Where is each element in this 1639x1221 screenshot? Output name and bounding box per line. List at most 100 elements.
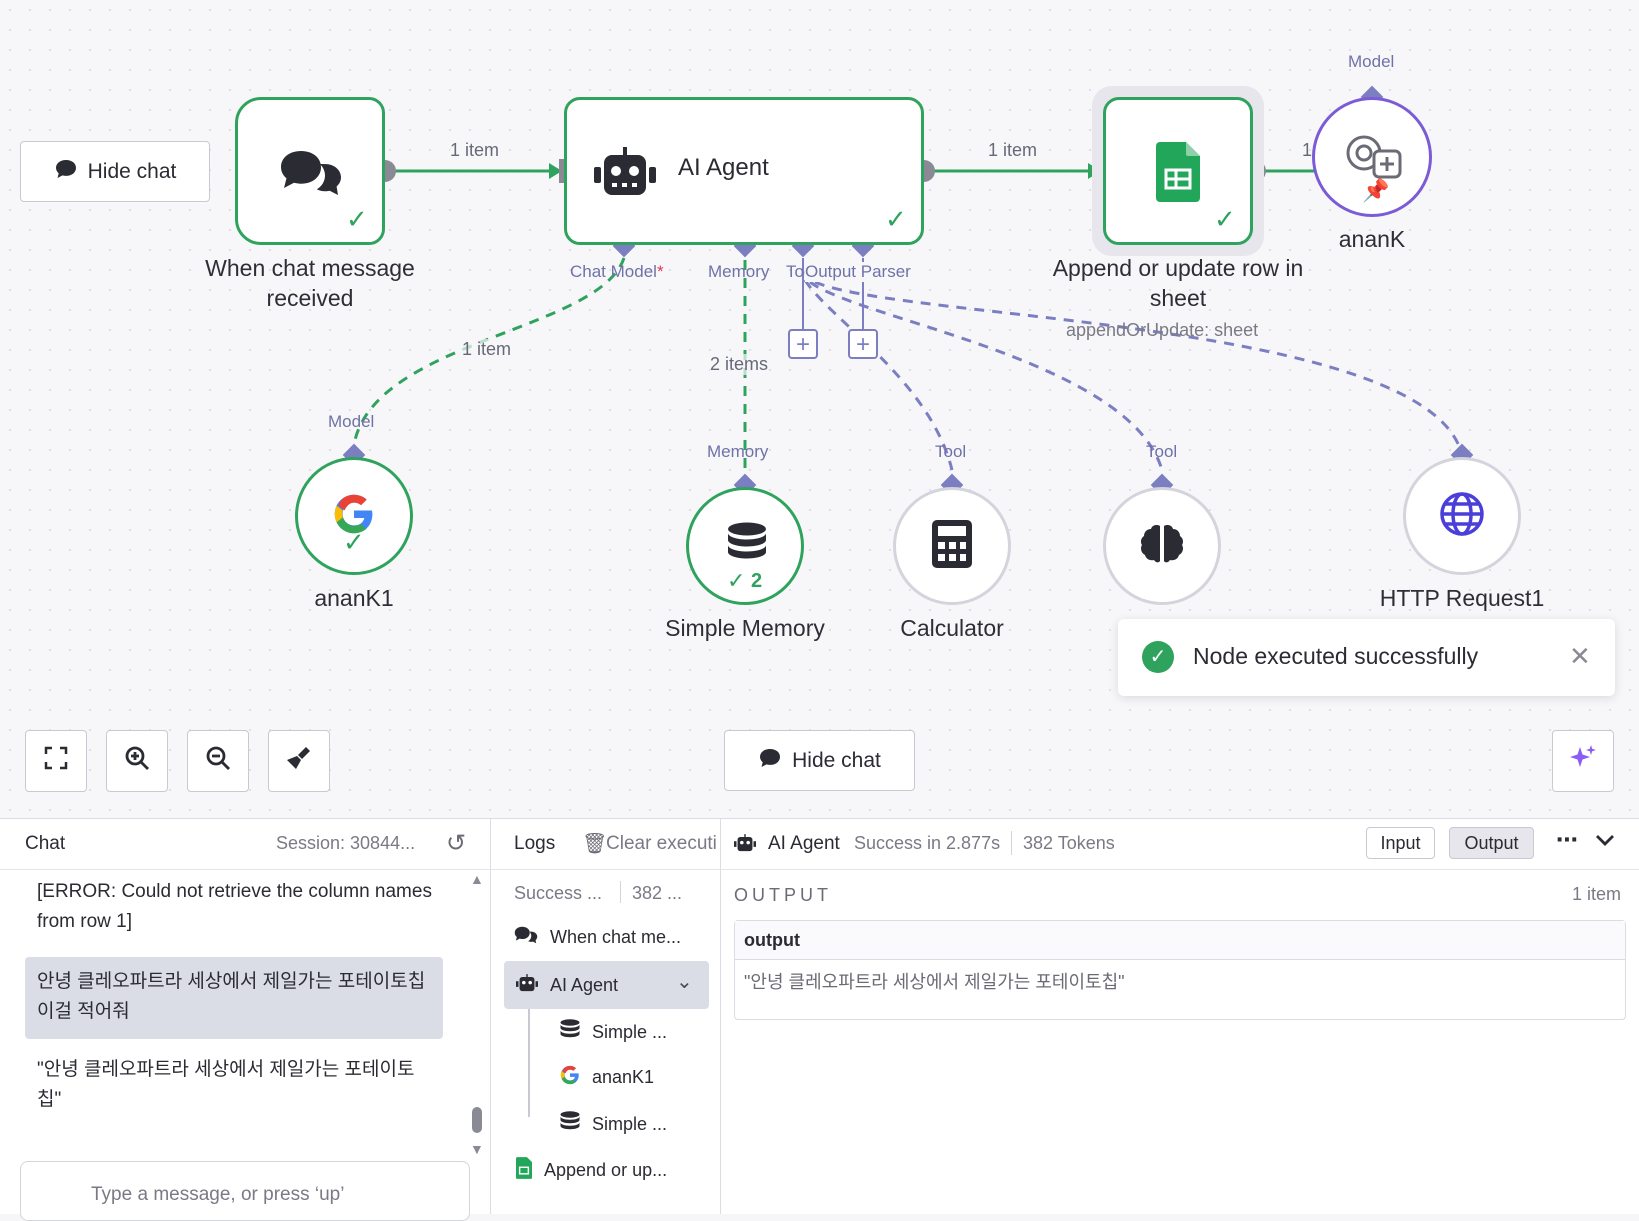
- broom-icon: [286, 745, 312, 777]
- node-chat-trigger[interactable]: ✓: [235, 97, 385, 245]
- edge-label: 1 item: [450, 140, 500, 161]
- port-label-memory-in: Memory: [707, 442, 769, 461]
- zoom-in-button[interactable]: [106, 730, 168, 792]
- google-icon: [560, 1065, 580, 1090]
- add-tool-button[interactable]: +: [788, 329, 818, 359]
- log-item-anank1[interactable]: ananK1: [560, 1065, 654, 1090]
- clear-execution-button[interactable]: Clear executi: [606, 833, 717, 854]
- log-item-label: Append or up...: [544, 1160, 668, 1180]
- node-label-trigger: When chat message received: [205, 255, 415, 311]
- log-item-memory-1[interactable]: Simple ...: [560, 1019, 667, 1046]
- workflow-canvas[interactable]: + + 1 item 1 item 1 item 1 item 2 items …: [0, 0, 1639, 818]
- google-sheets-icon: [516, 1157, 532, 1184]
- node-think-tool[interactable]: [1103, 487, 1221, 605]
- logs-header: Logs 🗑 Clear executi: [490, 819, 720, 870]
- log-item-label: ananK1: [592, 1067, 655, 1087]
- node-label-anank1: ananK1: [314, 585, 394, 611]
- port-label-brain-tool: Tool: [1146, 442, 1178, 461]
- fullscreen-icon: [44, 746, 68, 776]
- reset-session-icon[interactable]: ↺: [446, 830, 467, 857]
- node-label-calculator: Calculator: [900, 615, 1004, 641]
- chat-pane: Chat Session: 30844... ↺ [ERROR: Could n…: [0, 819, 491, 1221]
- chevron-down-icon[interactable]: ⌄: [676, 971, 693, 993]
- success-check-icon: ✓: [343, 527, 365, 557]
- log-item-label: Simple ...: [592, 1114, 668, 1134]
- output-header: AI Agent Success in 2.877s 382 Tokens In…: [720, 819, 1639, 870]
- port-label-anank-model: Model: [1348, 52, 1395, 71]
- edge-label: 1 item: [462, 339, 512, 360]
- node-calculator[interactable]: [893, 487, 1011, 605]
- chat-input[interactable]: Type a message, or press ‘up’: [20, 1161, 470, 1221]
- hide-chat-label: Hide chat: [792, 748, 881, 772]
- output-toggle-button[interactable]: Output: [1449, 827, 1534, 859]
- robot-icon: [594, 147, 656, 202]
- log-item-agent[interactable]: AI Agent: [516, 973, 618, 998]
- session-id: Session: 30844...: [276, 833, 416, 853]
- node-label-anank: ananK: [1338, 226, 1406, 252]
- chat-input-placeholder: Type a message, or press ‘up’: [91, 1184, 345, 1205]
- log-item-memory-2[interactable]: Simple ...: [560, 1111, 667, 1138]
- port-label-anank1-model: Model: [328, 412, 375, 431]
- hide-chat-button[interactable]: Hide chat: [20, 141, 210, 202]
- edge-tool-calc: [803, 279, 954, 471]
- output-table: output "안녕 클레오파트라 세상에서 제일가는 포테이토칩": [734, 920, 1626, 1020]
- node-simple-memory[interactable]: ✓ 2: [686, 487, 804, 605]
- user-message: 안녕 클레오파트라 세상에서 제일가는 포테이토칩 이걸 적어줘: [25, 957, 443, 1039]
- column-header: output: [744, 930, 800, 950]
- success-check-icon: ✓: [727, 568, 746, 593]
- node-anank1[interactable]: ✓: [295, 457, 413, 575]
- robot-icon: [516, 973, 538, 998]
- scroll-up-icon[interactable]: ▲: [470, 871, 484, 887]
- chat-bubble-icon: [758, 747, 782, 775]
- tidy-up-button[interactable]: [268, 730, 330, 792]
- port-label-output-parser: Output Parser: [805, 262, 911, 282]
- input-handle: [559, 159, 568, 183]
- chat-bubbles-icon: [514, 925, 538, 950]
- node-ai-agent[interactable]: AI Agent ✓: [564, 97, 924, 245]
- logs-title: Logs: [514, 833, 556, 854]
- log-item-label: When chat me...: [550, 927, 682, 947]
- logs-pane: Logs 🗑 Clear executi Success ... 382 ...…: [490, 819, 721, 1214]
- log-item-sheet[interactable]: Append or up...: [516, 1157, 667, 1184]
- add-output-parser-button[interactable]: +: [848, 329, 878, 359]
- node-anank[interactable]: [1312, 97, 1432, 217]
- collapse-handle-icon[interactable]: ‹: [0, 492, 1, 515]
- ai-assistant-button[interactable]: [1552, 730, 1614, 792]
- bot-error-message: [ERROR: Could not retrieve the column na…: [37, 881, 432, 932]
- output-tokens: 382 Tokens: [1023, 833, 1115, 853]
- log-item-agent-selected[interactable]: [504, 961, 709, 1009]
- globe-icon: [1439, 491, 1485, 542]
- zoom-out-button[interactable]: [187, 730, 249, 792]
- log-item-trigger[interactable]: When chat me...: [514, 925, 681, 950]
- trash-icon[interactable]: 🗑: [582, 833, 608, 855]
- chat-scrollbar-thumb[interactable]: [472, 1107, 482, 1133]
- success-check-icon: ✓: [885, 204, 907, 234]
- pin-icon: 📌: [1362, 178, 1390, 203]
- node-label-http: HTTP Request1: [1379, 585, 1545, 611]
- hide-chat-button-bottom[interactable]: Hide chat: [724, 730, 915, 791]
- node-label-sheet: Append or update row in sheet: [1052, 255, 1304, 311]
- edge-model: [353, 257, 626, 441]
- divider: [620, 881, 621, 903]
- node-http-request[interactable]: [1403, 457, 1521, 575]
- output-node-name: AI Agent: [768, 833, 840, 854]
- edge-arrow: [549, 163, 562, 179]
- output-status: Success in 2.877s: [854, 833, 1001, 853]
- database-icon: [727, 522, 767, 571]
- fit-view-button[interactable]: [25, 730, 87, 792]
- input-toggle-button[interactable]: Input: [1366, 827, 1435, 859]
- bot-message: "안녕 클레오파트라 세상에서 제일가는 포테이토칩": [37, 1059, 415, 1110]
- more-options-icon[interactable]: ⋯: [1556, 827, 1578, 852]
- robot-icon: [734, 833, 756, 858]
- node-subtitle-sheet: appendOrUpdate: sheet: [1066, 320, 1259, 340]
- chevron-down-icon[interactable]: [1594, 829, 1616, 856]
- scroll-down-icon[interactable]: ▼: [470, 1141, 484, 1157]
- node-google-sheets[interactable]: ✓: [1103, 97, 1253, 245]
- chat-header: Chat Session: 30844... ↺: [0, 819, 490, 870]
- output-pane: AI Agent Success in 2.877s 382 Tokens In…: [720, 819, 1639, 1214]
- database-icon: [560, 1111, 580, 1138]
- table-header: output: [735, 921, 1625, 960]
- node-label-memory: Simple Memory: [665, 615, 825, 641]
- close-icon[interactable]: ✕: [1569, 641, 1591, 671]
- google-icon: [333, 493, 375, 540]
